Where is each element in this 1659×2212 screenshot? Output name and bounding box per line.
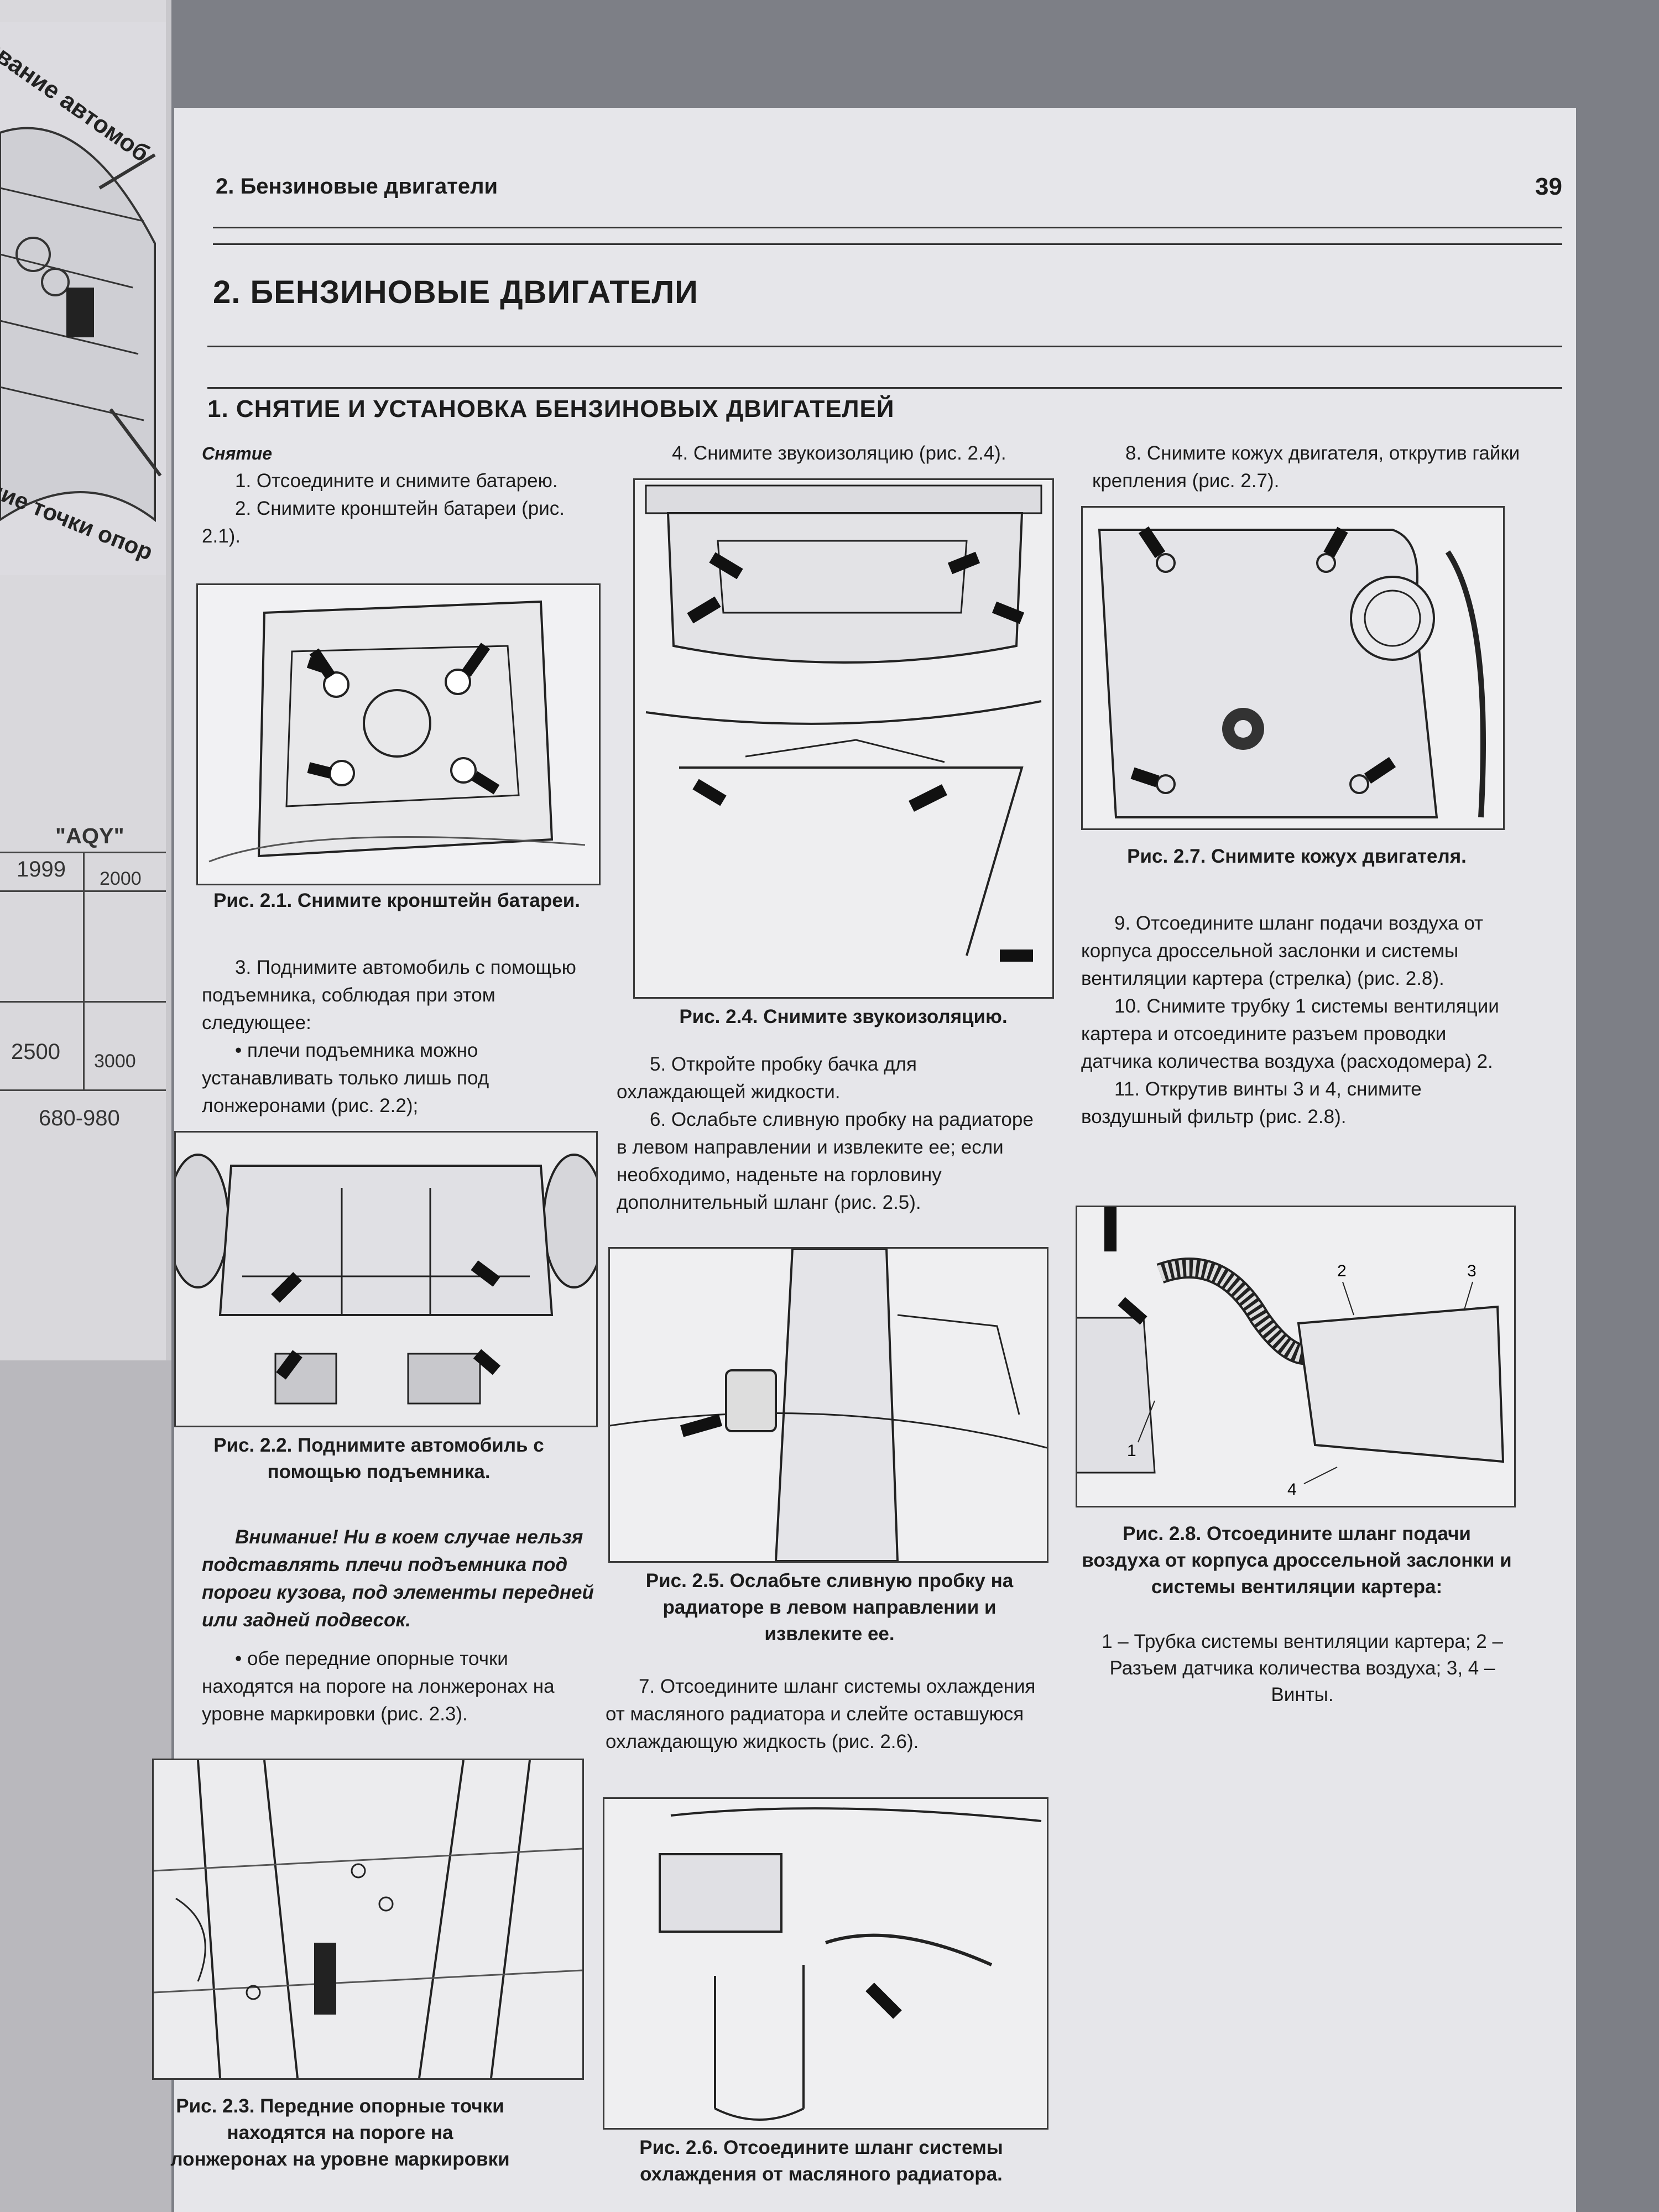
section-title: 1. СНЯТИЕ И УСТАНОВКА БЕНЗИНОВЫХ ДВИГАТЕ… <box>207 395 895 422</box>
figure-2-1 <box>196 583 601 885</box>
table-year-1: 1999 <box>17 857 66 881</box>
step-4: 4. Снимите звукоизоляцию (рис. 2.4). <box>672 442 1006 464</box>
caption-2-7: Рис. 2.7. Снимите кожух двигателя. <box>1127 846 1467 867</box>
caption-2-8-legend: 1 – Трубка системы вентиляции картера; 2… <box>1102 1631 1503 1705</box>
column-3: 8. Снимите кожух двигателя, открутив гай… <box>1092 440 1524 495</box>
step-3: 3. Поднимите автомобиль с помощью подъем… <box>202 957 576 1034</box>
left-page-table: "AQY" 1999 2000 2500 3000 680-980 <box>0 824 166 1139</box>
table-value-2: 3000 <box>94 1051 136 1072</box>
left-page: ивание автомоб ние точки опор "AQY" 1999… <box>0 0 171 1360</box>
support-points-drawing <box>154 1760 582 2078</box>
bullet-support-points: обе передние опорные точки находятся на … <box>202 1645 600 1728</box>
fig28-label-1: 1 <box>1127 1442 1136 1460</box>
warning-label: Внимание! <box>235 1526 338 1548</box>
figure-2-6 <box>603 1797 1048 2130</box>
radiator-drain-drawing <box>610 1249 1047 1561</box>
subheading-removal: Снятие <box>202 444 273 463</box>
header-rule-2 <box>213 243 1562 245</box>
column-2-cont: 5. Откройте пробку бачка для охлаждающей… <box>617 1051 1048 1217</box>
step-8: 8. Снимите кожух двигателя, открутив гай… <box>1092 442 1520 492</box>
battery-bracket-drawing <box>208 600 586 863</box>
step-10: 10. Снимите трубку 1 системы вентиляции … <box>1081 995 1499 1072</box>
car-on-lift-drawing <box>176 1133 596 1426</box>
figure-2-8: 1 2 3 4 <box>1076 1206 1516 1507</box>
table-range: 680-980 <box>39 1106 120 1130</box>
figure-2-4 <box>633 478 1054 999</box>
column-2: 4. Снимите звукоизоляцию (рис. 2.4). <box>666 440 1087 467</box>
page-number: 39 <box>1535 173 1562 200</box>
column-1: Снятие 1. Отсоедините и снимите батарею.… <box>202 440 606 550</box>
caption-2-3: Рис. 2.3. Передние опорные точки находят… <box>170 2095 510 2170</box>
chapter-rule <box>207 346 1562 347</box>
oil-cooler-hose-drawing <box>604 1799 1047 2128</box>
air-filter-drawing: 1 2 3 4 <box>1077 1207 1514 1506</box>
step-6: 6. Ослабьте сливную пробку на радиаторе … <box>617 1109 1034 1213</box>
step-5: 5. Откройте пробку бачка для охлаждающей… <box>617 1053 917 1103</box>
table-header: "AQY" <box>55 824 124 848</box>
step-11: 11. Открутив винты 3 и 4, снимите воздуш… <box>1081 1078 1422 1128</box>
step-7: 7. Отсоедините шланг системы охлаждения … <box>606 1676 1036 1752</box>
column-3-cont: 9. Отсоедините шланг подачи воздуха от к… <box>1081 910 1518 1131</box>
left-page-illustration <box>0 22 166 575</box>
bullet-lift-arms: плечи подъемника можно устанавливать тол… <box>202 1037 600 1120</box>
fig28-label-4: 4 <box>1287 1480 1297 1499</box>
figure-2-3 <box>152 1759 584 2080</box>
figure-2-2 <box>174 1131 598 1427</box>
section-rule <box>207 387 1562 389</box>
figure-2-7 <box>1081 506 1505 830</box>
step-2: 2. Снимите кронштейн батареи (рис. 2.1). <box>202 498 565 547</box>
fig28-label-3: 3 <box>1467 1262 1477 1280</box>
table-year-2: 2000 <box>100 868 142 889</box>
header-rule <box>213 227 1562 228</box>
warning-paragraph: Внимание! Ни в коем случае нельзя подста… <box>202 1524 600 1634</box>
running-header: 2. Бензиновые двигатели <box>216 174 498 199</box>
step-1: 1. Отсоедините и снимите батарею. <box>235 470 558 492</box>
caption-2-2: Рис. 2.2. Поднимите автомобиль с помощью… <box>213 1434 544 1483</box>
column-1-cont: 3. Поднимите автомобиль с помощью подъем… <box>202 954 600 1120</box>
step-9: 9. Отсоедините шланг подачи воздуха от к… <box>1081 912 1484 989</box>
column-1-warning: Внимание! Ни в коем случае нельзя подста… <box>202 1524 600 1728</box>
figure-2-5 <box>608 1247 1048 1563</box>
column-2-step7: 7. Отсоедините шланг системы охлаждения … <box>606 1673 1037 1756</box>
caption-2-6: Рис. 2.6. Отсоедините шланг системы охла… <box>639 2137 1003 2185</box>
fig28-label-2: 2 <box>1337 1262 1347 1280</box>
sound-insulation-drawing <box>635 480 1052 997</box>
caption-2-1: Рис. 2.1. Снимите кронштейн батареи. <box>213 890 580 911</box>
table-value-1: 2500 <box>11 1040 60 1064</box>
chapter-title: 2. БЕНЗИНОВЫЕ ДВИГАТЕЛИ <box>213 274 698 310</box>
warning-text: Ни в коем случае нельзя подставлять плеч… <box>202 1526 594 1631</box>
manual-page: 2. Бензиновые двигатели 39 2. БЕНЗИНОВЫЕ… <box>152 108 1576 2212</box>
engine-cover-drawing <box>1083 508 1503 828</box>
caption-2-4: Рис. 2.4. Снимите звукоизоляцию. <box>679 1006 1008 1027</box>
caption-2-8: Рис. 2.8. Отсоедините шланг подачи возду… <box>1082 1523 1512 1598</box>
caption-2-5: Рис. 2.5. Ослабьте сливную пробку на рад… <box>645 1570 1014 1645</box>
